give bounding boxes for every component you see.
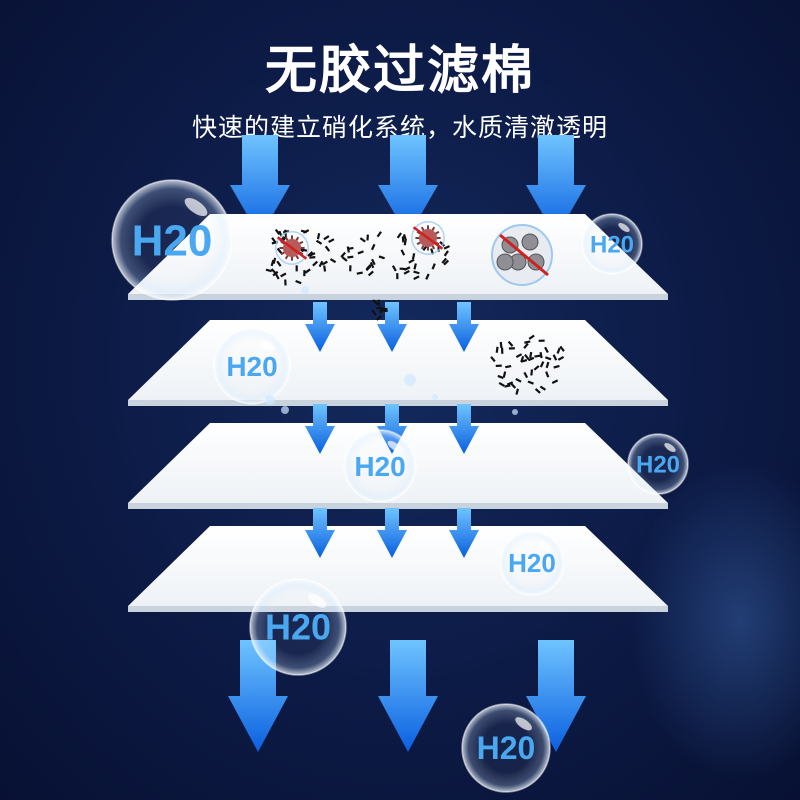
small-flow-arrow <box>449 302 479 352</box>
large-flow-arrow <box>230 135 290 237</box>
debris-particles-icon <box>265 228 337 286</box>
h2o-bubble: H20 <box>213 327 291 405</box>
water-droplet <box>512 409 518 415</box>
small-flow-arrow <box>377 508 407 558</box>
bacteria-colony-icon <box>491 224 553 286</box>
water-droplet <box>281 406 289 414</box>
debris-particles-icon <box>490 334 565 395</box>
h2o-bubble: H20 <box>111 179 233 301</box>
bacteria-icon <box>411 221 445 255</box>
small-flow-arrow <box>449 508 479 558</box>
small-flow-arrow <box>305 508 335 558</box>
h2o-label: H20 <box>354 451 405 482</box>
ambient-glow <box>630 460 800 780</box>
small-flow-arrow <box>305 302 335 352</box>
h2o-label: H20 <box>132 216 213 265</box>
water-droplet <box>432 394 438 400</box>
small-flow-arrow <box>449 404 479 454</box>
filter-sheet-edge <box>128 606 668 612</box>
h2o-label: H20 <box>226 351 277 382</box>
bacteria-icon <box>275 231 309 265</box>
filter-sheet-edge <box>128 503 668 509</box>
h2o-label: H20 <box>636 451 680 478</box>
debris-particles-icon <box>371 299 388 321</box>
small-flow-arrow <box>377 302 407 352</box>
h2o-bubble: H20 <box>499 530 565 596</box>
small-flow-arrow <box>305 404 335 454</box>
h2o-bubble: H20 <box>461 703 551 793</box>
h2o-bubble: H20 <box>249 578 347 676</box>
water-droplet <box>265 395 275 405</box>
large-flow-arrow <box>378 640 438 752</box>
filter-sheet-edge <box>128 294 668 300</box>
h2o-bubble: H20 <box>343 429 417 503</box>
water-droplet <box>301 286 309 294</box>
large-flow-arrow <box>378 135 438 237</box>
large-flow-arrow <box>526 135 586 237</box>
water-droplet <box>404 374 416 386</box>
h2o-label: H20 <box>265 607 331 648</box>
h2o-bubble: H20 <box>627 433 689 495</box>
debris-particles-icon <box>340 231 417 280</box>
page-title: 无胶过滤棉 <box>264 41 535 101</box>
h2o-label: H20 <box>477 730 536 766</box>
small-flow-arrow <box>377 404 407 454</box>
h2o-label: H20 <box>590 231 634 258</box>
h2o-bubble: H20 <box>581 213 643 275</box>
h2o-label: H20 <box>508 548 556 578</box>
